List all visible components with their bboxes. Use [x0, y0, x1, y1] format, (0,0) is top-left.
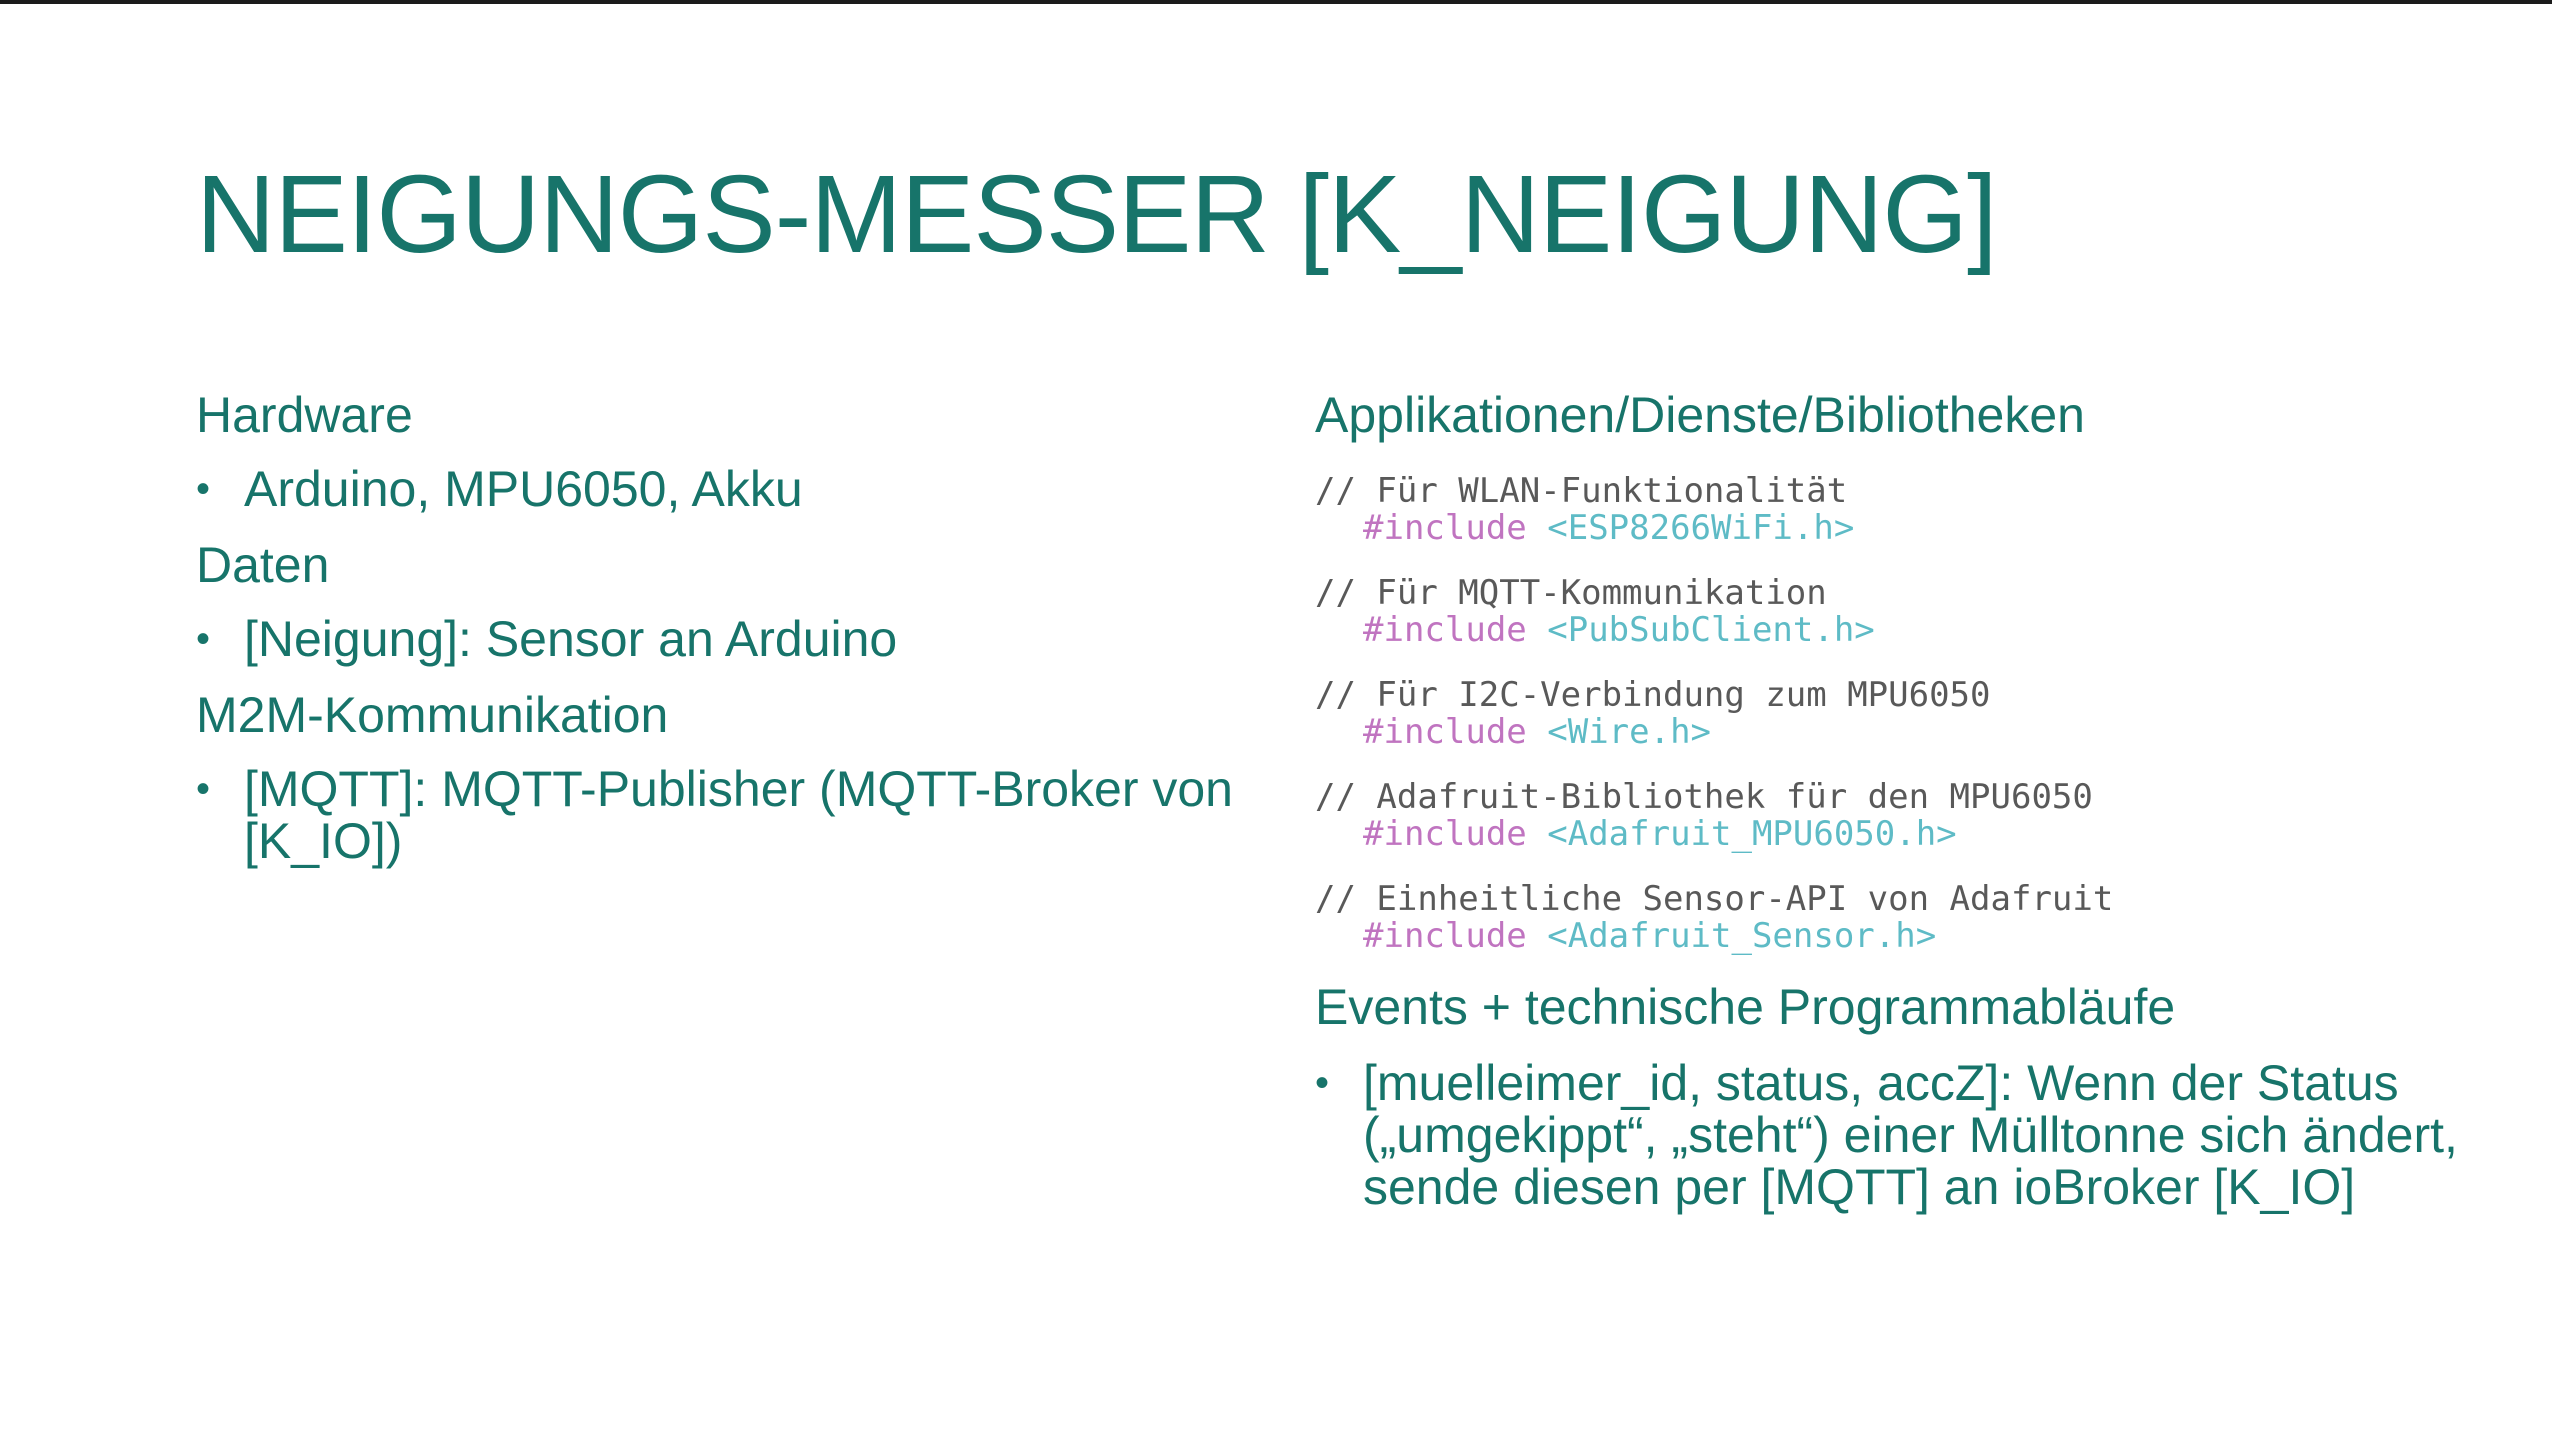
code-block: // Für WLAN-Funktionalität #include <ESP… [1315, 473, 2475, 955]
left-column: Hardware • Arduino, MPU6050, Akku Daten … [196, 385, 1256, 887]
slide-title: NEIGUNGS-MESSER [K_NEIGUNG] [196, 153, 1998, 276]
include-keyword: #include [1363, 916, 1527, 956]
include-keyword: #include [1363, 610, 1527, 650]
include-line: #include <Adafruit_MPU6050.h> [1315, 816, 2475, 853]
right-column: Applikationen/Dienste/Bibliotheken // Fü… [1315, 385, 2475, 1213]
include-line: #include <Adafruit_Sensor.h> [1315, 918, 2475, 955]
hardware-heading: Hardware [196, 387, 413, 443]
bullet-icon: • [196, 617, 211, 661]
code-comment: // Für MQTT-Kommunikation [1315, 573, 1827, 613]
events-bullet: • [muelleimer_id, status, accZ]: Wenn de… [1315, 1057, 2475, 1213]
include-header: <PubSubClient.h> [1547, 610, 1875, 650]
bullet-icon: • [196, 767, 211, 811]
code-comment: // Adafruit-Bibliothek für den MPU6050 [1315, 777, 2093, 817]
code-comment: // Einheitliche Sensor-API von Adafruit [1315, 879, 2114, 919]
m2m-heading: M2M-Kommunikation [196, 687, 669, 743]
code-group: // Adafruit-Bibliothek für den MPU6050 #… [1315, 779, 2475, 853]
bullet-icon: • [196, 467, 211, 511]
daten-bullet: • [Neigung]: Sensor an Arduino [196, 613, 1256, 665]
include-header: <Wire.h> [1547, 712, 1712, 752]
bullet-icon: • [1315, 1061, 1330, 1105]
events-heading: Events + technische Programmabläufe [1315, 979, 2176, 1035]
code-group: // Einheitliche Sensor-API von Adafruit … [1315, 881, 2475, 955]
code-group: // Für MQTT-Kommunikation #include <PubS… [1315, 575, 2475, 649]
events-item: [muelleimer_id, status, accZ]: Wenn der … [1363, 1055, 2458, 1215]
m2m-item: [MQTT]: MQTT-Publisher (MQTT-Broker von … [244, 761, 1233, 869]
include-header: <Adafruit_Sensor.h> [1547, 916, 1937, 956]
top-rule [0, 0, 2552, 4]
include-line: #include <Wire.h> [1315, 714, 2475, 751]
code-comment: // Für I2C-Verbindung zum MPU6050 [1315, 675, 1991, 715]
include-keyword: #include [1363, 508, 1527, 548]
apps-heading: Applikationen/Dienste/Bibliotheken [1315, 387, 2085, 443]
include-header: <ESP8266WiFi.h> [1547, 508, 1855, 548]
hardware-item: Arduino, MPU6050, Akku [244, 461, 803, 517]
include-keyword: #include [1363, 814, 1527, 854]
include-line: #include <PubSubClient.h> [1315, 612, 2475, 649]
include-line: #include <ESP8266WiFi.h> [1315, 510, 2475, 547]
hardware-bullet: • Arduino, MPU6050, Akku [196, 463, 1256, 515]
code-group: // Für I2C-Verbindung zum MPU6050 #inclu… [1315, 677, 2475, 751]
include-keyword: #include [1363, 712, 1527, 752]
code-group: // Für WLAN-Funktionalität #include <ESP… [1315, 473, 2475, 547]
include-header: <Adafruit_MPU6050.h> [1547, 814, 1957, 854]
m2m-bullet: • [MQTT]: MQTT-Publisher (MQTT-Broker vo… [196, 763, 1256, 867]
code-comment: // Für WLAN-Funktionalität [1315, 471, 1848, 511]
daten-heading: Daten [196, 537, 330, 593]
daten-item: [Neigung]: Sensor an Arduino [244, 611, 898, 667]
